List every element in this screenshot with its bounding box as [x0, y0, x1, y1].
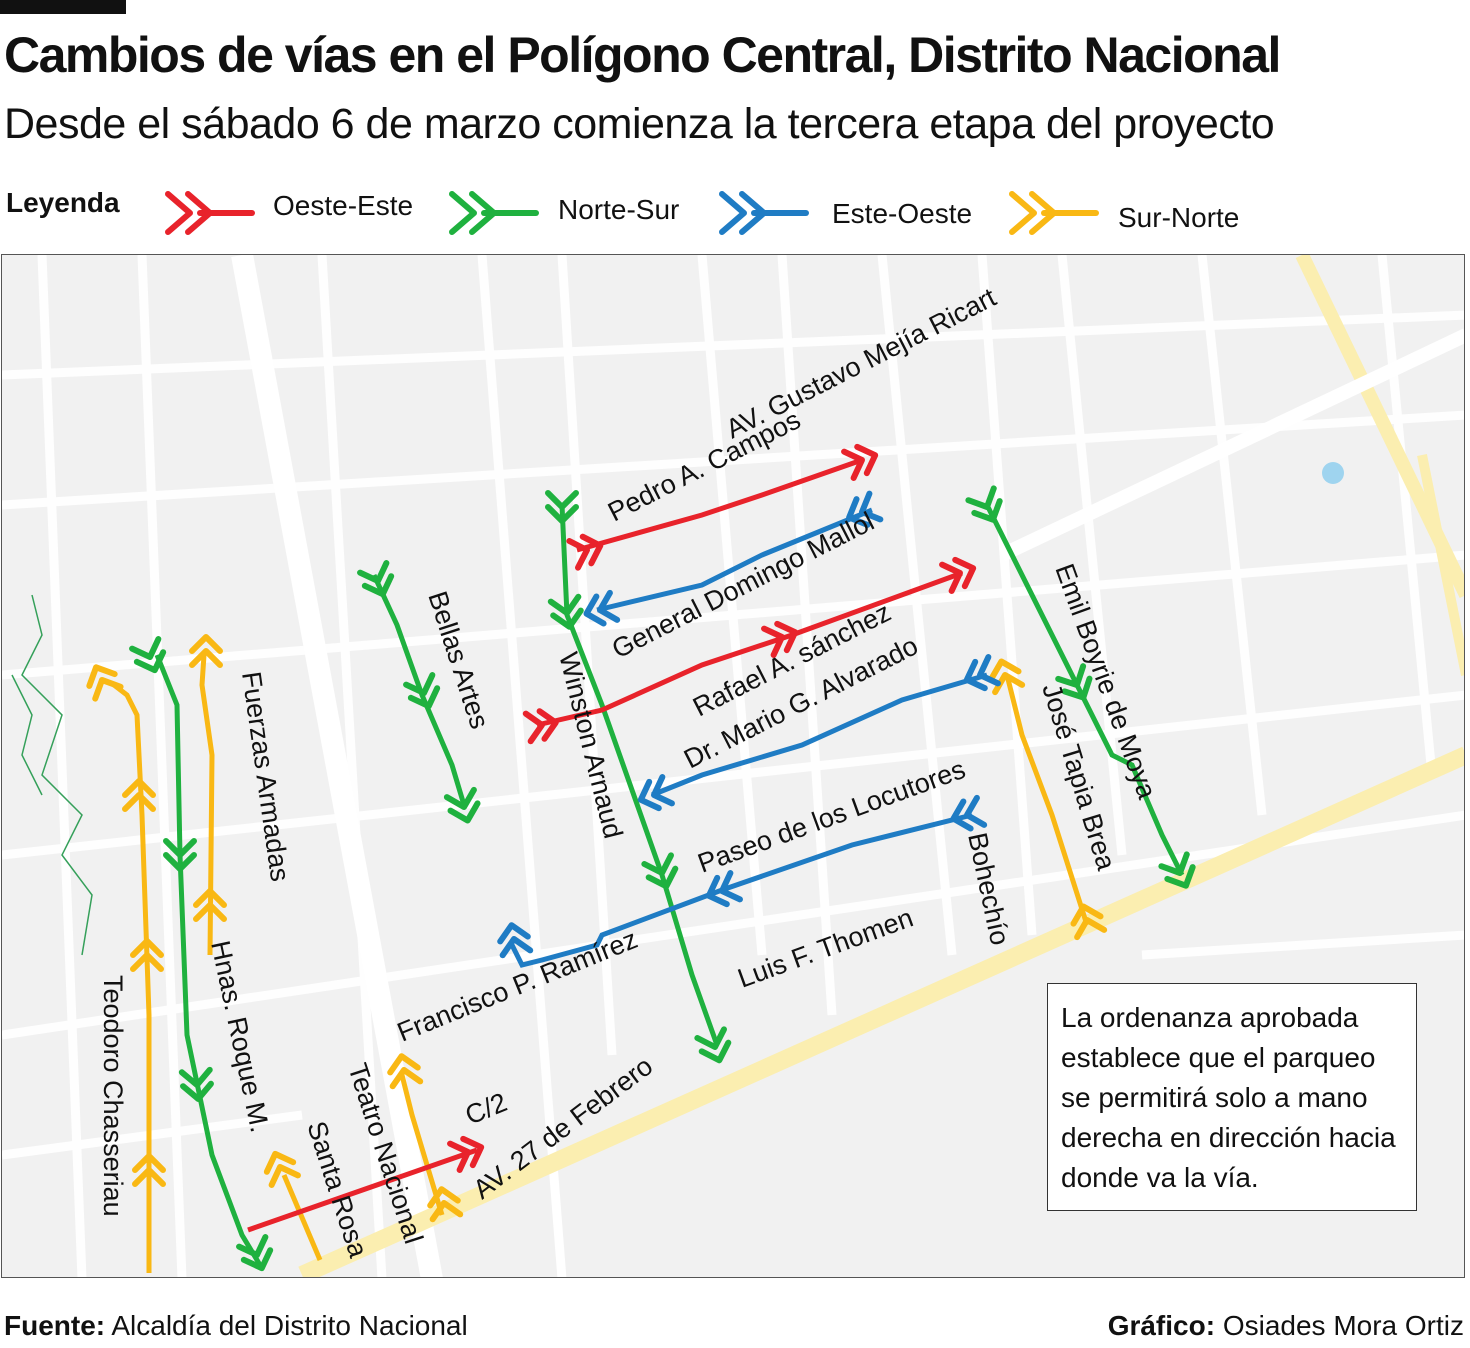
route-bellas-artes: [360, 563, 481, 824]
park-paths: [11, 594, 93, 956]
route-c2: [247, 1134, 486, 1233]
blue-arrow-icon: [719, 191, 809, 235]
footer-source: Fuente: Alcaldía del Distrito Nacional: [4, 1310, 468, 1342]
route-jose-tapia-brea: [988, 658, 1104, 937]
legend-label: Este-Oeste: [832, 198, 973, 229]
route-mario-alvarado: [636, 657, 998, 813]
footer-credit: Gráfico: Osiades Mora Ortiz: [1108, 1310, 1464, 1342]
label-fuerzas-armadas: Fuerzas Armadas: [236, 670, 295, 884]
source-text: Alcaldía del Distrito Nacional: [111, 1310, 468, 1341]
yellow-arrow-icon: [1009, 191, 1099, 235]
red-arrow-icon: [165, 191, 255, 235]
source-label: Fuente:: [4, 1310, 106, 1341]
legend-label: Sur-Norte: [1118, 202, 1240, 233]
route-fuerzas-armadas: [192, 637, 224, 956]
map: AV. Gustavo Mejía Ricart Pedro A. Campos…: [1, 254, 1465, 1278]
header-rule: [0, 0, 126, 14]
route-paseo-locutores: [498, 798, 984, 968]
label-hnas-roque: Hnas. Roque M.: [205, 938, 275, 1135]
route-teodoro-chasseriau: [83, 661, 163, 1273]
page-subtitle: Desde el sábado 6 de marzo comienza la t…: [4, 100, 1275, 148]
route-pedro-campos: [569, 442, 880, 568]
route-emil-boyrie: [968, 488, 1198, 891]
water-spot: [1322, 462, 1344, 484]
major-avenues: [231, 255, 1464, 1277]
route-hnas-roque: [132, 639, 275, 1273]
route-winston-arnaud: [548, 493, 733, 1065]
route-rafael-sanchez: [526, 555, 978, 741]
credit-label: Gráfico:: [1107, 1310, 1216, 1341]
route-teatro-nacional: [388, 1054, 460, 1219]
legend-label: Oeste-Este: [273, 190, 414, 221]
legend: Leyenda Oeste-Este Norte-Sur: [0, 180, 1470, 240]
legend-label: Norte-Sur: [558, 194, 680, 225]
route-santa-rosa: [262, 1149, 323, 1261]
map-canvas: AV. Gustavo Mejía Ricart Pedro A. Campos…: [2, 255, 1464, 1277]
info-note: La ordenanza aprobada establece que el p…: [1047, 983, 1417, 1211]
credit-text: Osiades Mora Ortiz: [1222, 1310, 1464, 1341]
label-teodoro-chasseriau: Teodoro Chasseriau: [98, 975, 128, 1217]
green-arrow-icon: [449, 191, 539, 235]
legend-item-oeste-este: Oeste-Este: [160, 180, 450, 236]
legend-item-sur-norte: Sur-Norte: [1004, 180, 1274, 236]
page-title: Cambios de vías en el Polígono Central, …: [4, 27, 1281, 83]
street-grid: [2, 255, 1464, 1277]
legend-title: Leyenda: [6, 187, 120, 218]
route-domingo-mallol: [583, 494, 881, 628]
legend-item-este-oeste: Este-Oeste: [714, 180, 994, 236]
label-bellas-artes: Bellas Artes: [422, 588, 495, 733]
label-c2: C/2: [461, 1087, 511, 1131]
legend-item-norte-sur: Norte-Sur: [444, 180, 714, 236]
